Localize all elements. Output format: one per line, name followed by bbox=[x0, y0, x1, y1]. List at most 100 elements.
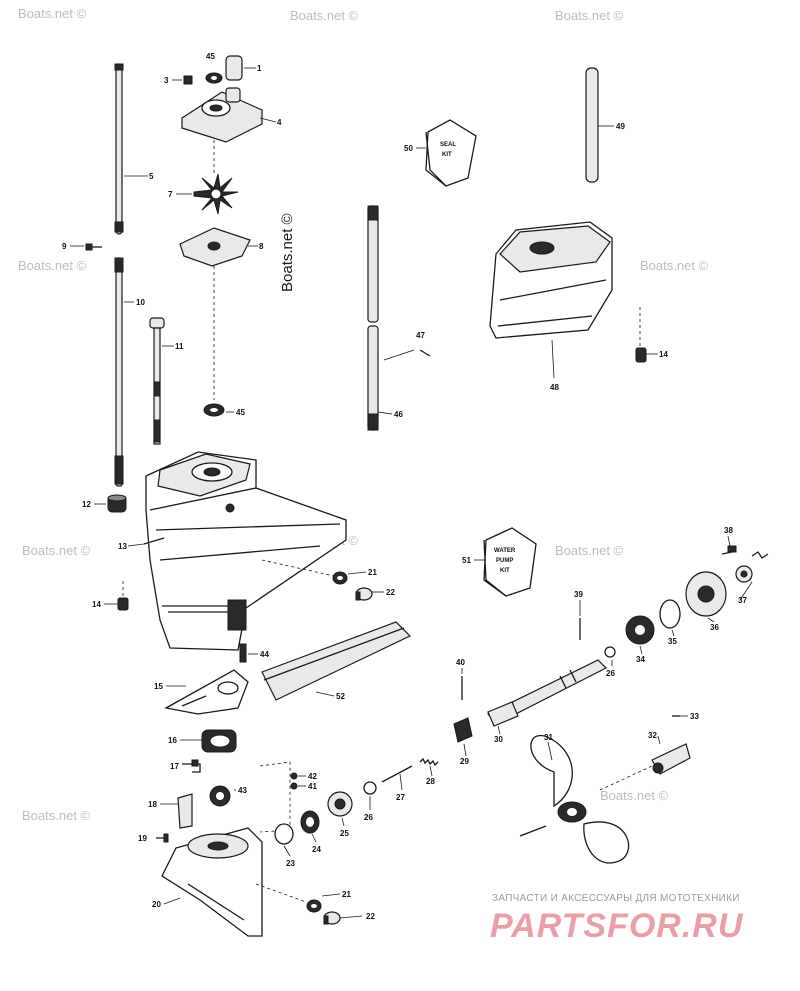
part-7-impeller bbox=[193, 173, 239, 215]
watermark: Boats.net © bbox=[555, 8, 624, 23]
seal-kit-label-2: KIT bbox=[442, 152, 452, 158]
part-11-stud bbox=[149, 317, 165, 445]
watermark: Boats.net © bbox=[555, 543, 624, 558]
part-12-spacer bbox=[107, 494, 127, 513]
part-32-prop-nut bbox=[651, 743, 691, 775]
callout-34: 34 bbox=[636, 655, 645, 664]
callout-48: 48 bbox=[550, 383, 559, 392]
watermark: Boats.net © bbox=[22, 808, 91, 823]
water-pump-kit-label-3: KIT bbox=[500, 568, 510, 574]
callout-22-lower: 22 bbox=[366, 912, 375, 921]
callout-30: 30 bbox=[494, 735, 503, 744]
part-10-rod bbox=[114, 257, 124, 487]
callout-52: 52 bbox=[336, 692, 345, 701]
part-47-pin bbox=[419, 349, 431, 357]
part-17-clip bbox=[182, 763, 201, 773]
water-pump-kit-label-1: WATER bbox=[494, 548, 516, 554]
part-27-shift-rod bbox=[381, 765, 413, 783]
callout-47: 47 bbox=[416, 331, 425, 340]
part-26-ring bbox=[604, 646, 616, 658]
callout-18: 18 bbox=[148, 800, 157, 809]
part-9-screw bbox=[85, 243, 102, 251]
part-5-shift-rod bbox=[114, 63, 124, 235]
callout-51: 51 bbox=[462, 556, 471, 565]
callout-12: 12 bbox=[82, 500, 91, 509]
part-14-bolt bbox=[117, 580, 129, 611]
part-21-washer-upper bbox=[332, 571, 348, 585]
callout-44: 44 bbox=[260, 650, 269, 659]
callout-36: 36 bbox=[710, 623, 719, 632]
callout-26: 26 bbox=[364, 813, 373, 822]
watermark-vertical: Boats.net © bbox=[279, 213, 296, 292]
part-31-propeller bbox=[519, 734, 630, 864]
callout-37: 37 bbox=[738, 596, 747, 605]
callout-10: 10 bbox=[136, 298, 145, 307]
callout-20: 20 bbox=[152, 900, 161, 909]
part-42-washer bbox=[290, 772, 298, 780]
part-25-forward-gear bbox=[327, 791, 353, 817]
brand-caption: ЗАПЧАСТИ И АКСЕССУАРЫ ДЛЯ МОТОТЕХНИКИ bbox=[492, 893, 740, 904]
part-30-propeller-shaft bbox=[487, 659, 608, 727]
callout-39: 39 bbox=[574, 590, 583, 599]
callout-4: 4 bbox=[277, 118, 282, 127]
callout-3: 3 bbox=[164, 76, 169, 85]
part-48-exhaust-housing bbox=[489, 221, 613, 339]
part-29-clutch bbox=[453, 717, 473, 743]
part-20-gear-housing-lower bbox=[161, 827, 263, 937]
callout-7: 7 bbox=[168, 190, 173, 199]
callout-14: 14 bbox=[92, 600, 101, 609]
part-18-bracket bbox=[177, 793, 193, 829]
part-16-bearing bbox=[201, 729, 237, 753]
callout-11: 11 bbox=[175, 342, 184, 351]
callout-45: 45 bbox=[206, 52, 215, 61]
callout-33: 33 bbox=[690, 712, 699, 721]
callout-8: 8 bbox=[259, 242, 264, 251]
part-23-shim bbox=[274, 823, 294, 845]
part-4-pump-housing bbox=[181, 91, 263, 143]
brand-logo: PARTSFOR.RU bbox=[490, 907, 744, 945]
part-36-bearing-carrier bbox=[685, 571, 727, 617]
part-22-plug-upper bbox=[355, 587, 373, 601]
callout-32: 32 bbox=[648, 731, 657, 740]
part-28-spring bbox=[419, 757, 439, 767]
part-22-plug-lower bbox=[323, 911, 341, 925]
part-8-plate bbox=[179, 227, 251, 267]
seal-kit-box: SEAL KIT bbox=[425, 119, 477, 187]
part-35-o-ring bbox=[659, 599, 681, 629]
callout-1: 1 bbox=[257, 64, 262, 73]
leader-lines bbox=[70, 67, 753, 919]
callout-14-right: 14 bbox=[659, 350, 668, 359]
part-49-tube bbox=[585, 67, 599, 183]
part-1-tube bbox=[225, 55, 243, 81]
callout-31: 31 bbox=[544, 733, 553, 742]
part-38-screw bbox=[721, 545, 737, 555]
callout-16: 16 bbox=[168, 736, 177, 745]
callout-labels: 1 3 4 5 7 8 9 10 11 12 13 14 14 15 16 17… bbox=[62, 52, 747, 921]
callout-26-right: 26 bbox=[606, 669, 615, 678]
callout-29: 29 bbox=[460, 757, 469, 766]
part-13-pin bbox=[143, 537, 165, 545]
callout-22: 22 bbox=[386, 588, 395, 597]
callout-28: 28 bbox=[426, 777, 435, 786]
callout-35: 35 bbox=[668, 637, 677, 646]
part-15-gasket bbox=[164, 669, 249, 715]
callout-21-lower: 21 bbox=[342, 890, 351, 899]
callout-41: 41 bbox=[308, 782, 317, 791]
part-34-reverse-gear bbox=[625, 615, 655, 645]
seal-kit-label-1: SEAL bbox=[440, 142, 456, 148]
callout-24: 24 bbox=[312, 845, 321, 854]
callout-25: 25 bbox=[340, 829, 349, 838]
watermark: Boats.net © bbox=[22, 543, 91, 558]
watermark: Boats.net © bbox=[18, 258, 87, 273]
water-pump-kit-label-2: PUMP bbox=[496, 558, 513, 564]
callout-50: 50 bbox=[404, 144, 413, 153]
part-43-pinion-gear bbox=[209, 785, 231, 807]
watermark: Boats.net © bbox=[600, 788, 669, 803]
callout-38: 38 bbox=[724, 526, 733, 535]
watermark: Boats.net © bbox=[640, 258, 709, 273]
part-37-seal bbox=[735, 565, 753, 583]
part-44-stud bbox=[239, 643, 247, 663]
callout-46: 46 bbox=[394, 410, 403, 419]
part-41-nut bbox=[290, 782, 298, 790]
